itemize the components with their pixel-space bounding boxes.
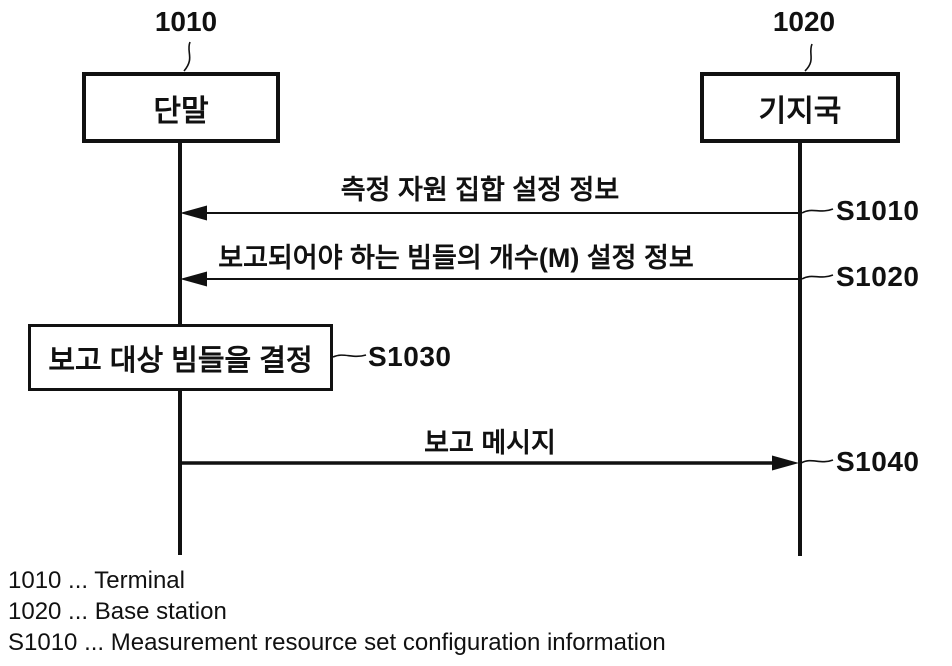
step-label-s1030: S1030 bbox=[368, 341, 452, 372]
message-2-arrowhead-left bbox=[180, 271, 207, 287]
message-1-arrowhead-left bbox=[180, 205, 207, 221]
leader-s1040 bbox=[800, 459, 834, 464]
message-3-label: 보고 메시지 bbox=[424, 428, 556, 458]
leader-s1010 bbox=[801, 208, 834, 214]
message-2-label: 보고되어야 하는 빔들의 개수(M) 설정 정보 bbox=[218, 243, 694, 273]
legend-line-base-station: 1020 ... Base station bbox=[8, 598, 227, 625]
legend-line-s1010: S1010 ... Measurement resource set confi… bbox=[8, 629, 666, 656]
legend-line-terminal: 1010 ... Terminal bbox=[8, 567, 185, 594]
terminal-actor-label: 단말 bbox=[153, 94, 209, 128]
ref-label-terminal: 1010 bbox=[154, 6, 218, 37]
message-3-arrowhead-right bbox=[772, 455, 799, 471]
step-label-s1040: S1040 bbox=[836, 446, 920, 477]
leader-1020 bbox=[804, 43, 813, 72]
self-action-box: 보고 대상 빔들을 결정 bbox=[28, 324, 333, 391]
leader-s1020 bbox=[801, 274, 834, 280]
self-action-label: 보고 대상 빔들을 결정 bbox=[48, 344, 313, 377]
ref-label-base-station: 1020 bbox=[772, 6, 836, 37]
step-label-s1020: S1020 bbox=[836, 261, 920, 292]
terminal-actor-box: 단말 bbox=[82, 72, 280, 143]
leader-s1030 bbox=[332, 354, 367, 358]
leader-1010 bbox=[183, 41, 191, 72]
legend-block: 1010 ... Terminal 1020 ... Base station … bbox=[8, 565, 666, 658]
message-1-label: 측정 자원 집합 설정 정보 bbox=[340, 175, 620, 205]
base-station-actor-box: 기지국 bbox=[700, 72, 900, 143]
base-station-actor-label: 기지국 bbox=[758, 94, 842, 128]
step-label-s1010: S1010 bbox=[836, 195, 920, 226]
